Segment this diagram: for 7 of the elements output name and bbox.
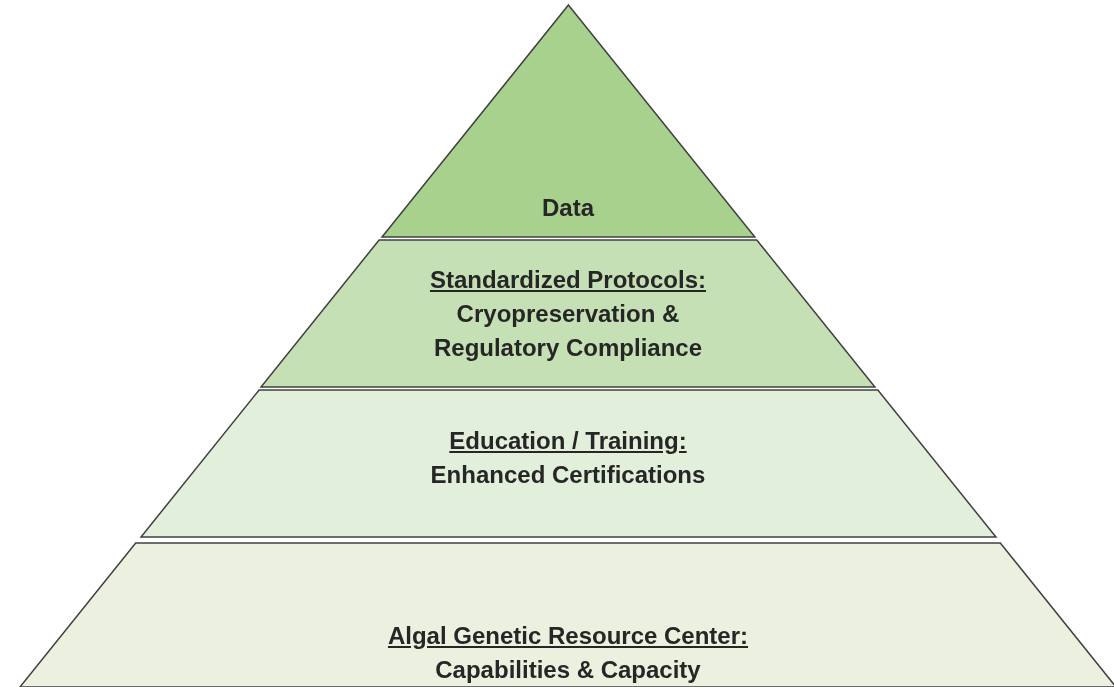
tier-text: Capabilities & Capacity <box>435 655 701 685</box>
tier-text: Enhanced Certifications <box>430 459 706 490</box>
tier-text: Cryopreservation & Regulatory Compliance <box>432 298 703 363</box>
tier-heading: Algal Genetic Resource Center: <box>387 621 749 651</box>
tier-heading: Education / Training: <box>449 425 687 456</box>
tier-heading: Standardized Protocols: <box>429 264 706 295</box>
tier-text: Data <box>541 193 594 223</box>
